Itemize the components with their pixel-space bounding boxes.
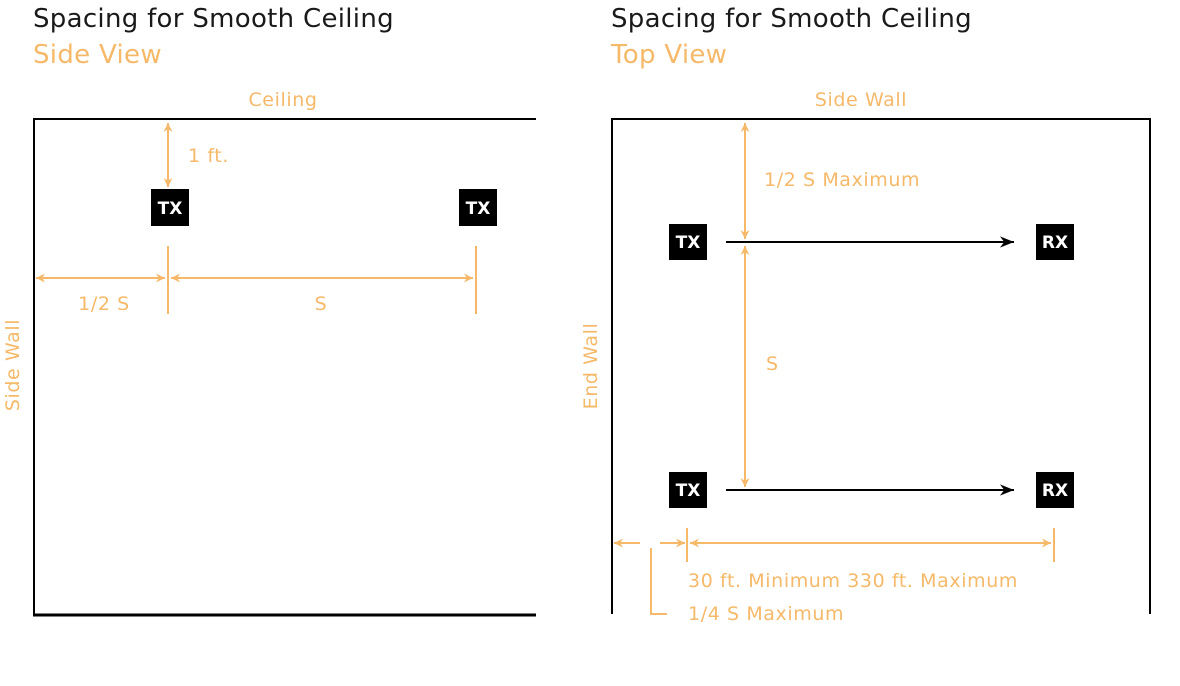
top-rx-box-1: RX [1036,224,1074,260]
quarter-s-label: 1/4 S Maximum [688,603,844,625]
range-label: 30 ft. Minimum 330 ft. Maximum [688,570,1018,592]
side-view-subtitle: Side View [33,40,162,70]
top-tx-box-2: TX [669,472,707,508]
half-s-max-label: 1/2 S Maximum [764,169,920,191]
side-view-title: Spacing for Smooth Ceiling [33,4,394,34]
top-tx-label-2: TX [676,481,701,501]
ceiling-label: Ceiling [248,89,317,111]
quarter-s-leader-line [650,548,667,615]
top-view-title: Spacing for Smooth Ceiling [611,4,972,34]
drop-dimension-label: 1 ft. [188,145,229,167]
side-tx-label-2: TX [466,199,491,219]
top-rx-label-1: RX [1042,233,1068,253]
top-s-label: S [766,353,779,375]
end-wall-label: End Wall [580,323,602,410]
half-s-label: 1/2 S [78,293,130,315]
side-tx-box-1: TX [151,189,189,226]
top-rx-label-2: RX [1042,481,1068,501]
top-view-side-wall-label: Side Wall [815,89,907,111]
top-rx-box-2: RX [1036,472,1074,508]
top-view-subtitle: Top View [611,40,728,70]
top-tx-box-1: TX [669,224,707,260]
s-label: S [315,293,328,315]
side-view-room-outline [33,118,536,617]
top-view-room-outline [611,118,1151,614]
side-tx-label-1: TX [158,199,183,219]
top-tx-label-1: TX [676,233,701,253]
side-tx-box-2: TX [459,189,497,226]
side-view-wall-label: Side Wall [2,319,24,411]
